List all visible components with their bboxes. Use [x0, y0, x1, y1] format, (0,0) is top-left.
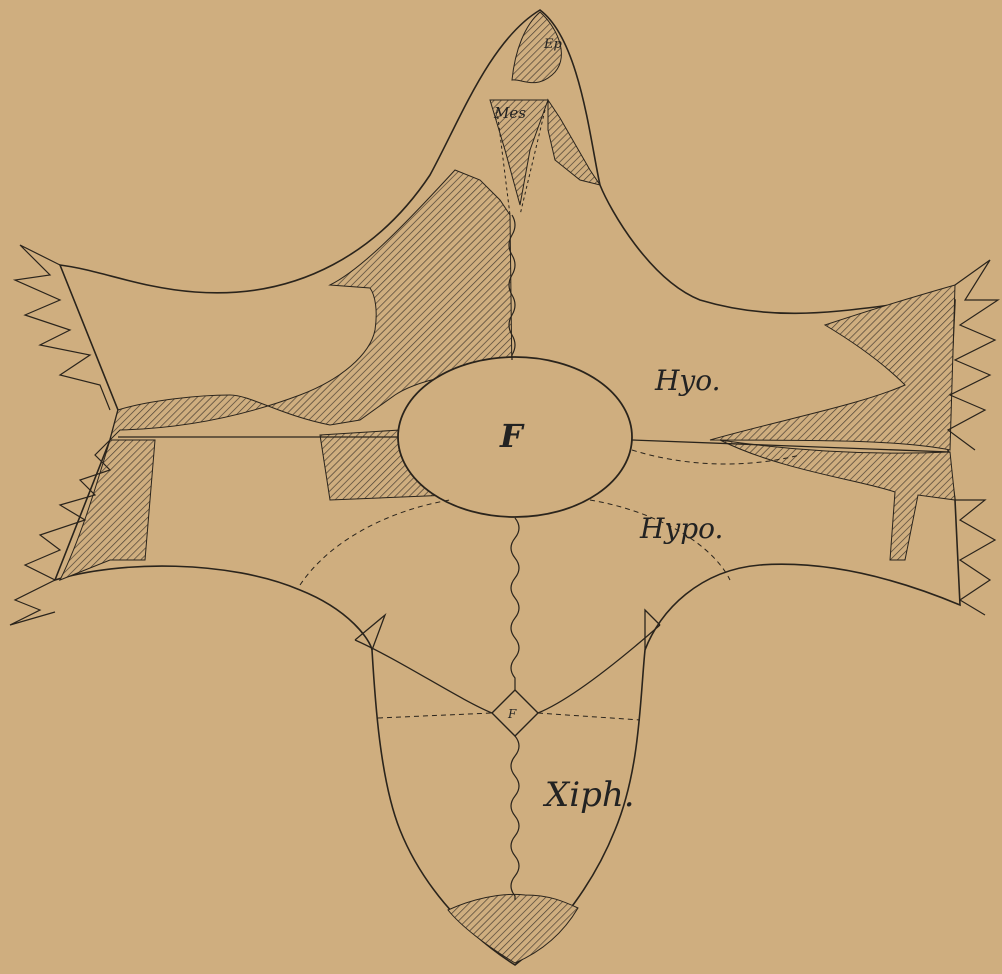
label-xiph: Xiph.	[542, 775, 635, 815]
lower-midline-suture	[511, 518, 519, 690]
hypo-left-lateral-region	[60, 440, 155, 580]
label-hyo: Hyo.	[654, 364, 721, 397]
hypo-dashed-left	[300, 500, 450, 585]
xiph-dashed-right	[538, 713, 640, 720]
label-hypo: Hypo.	[639, 512, 723, 545]
label-ep: Ep	[543, 37, 562, 52]
hypo-right-wing-region	[720, 440, 955, 560]
label-mes: Mes	[493, 104, 526, 122]
label-fontanelle-main: F	[499, 417, 525, 455]
xiph-dashed-left	[378, 713, 492, 718]
label-fontanelle-small: F	[507, 707, 517, 721]
xiphiplastron-tip-region	[448, 894, 578, 963]
xiph-midline-suture	[511, 736, 519, 900]
right-serrated-edge	[948, 260, 998, 615]
